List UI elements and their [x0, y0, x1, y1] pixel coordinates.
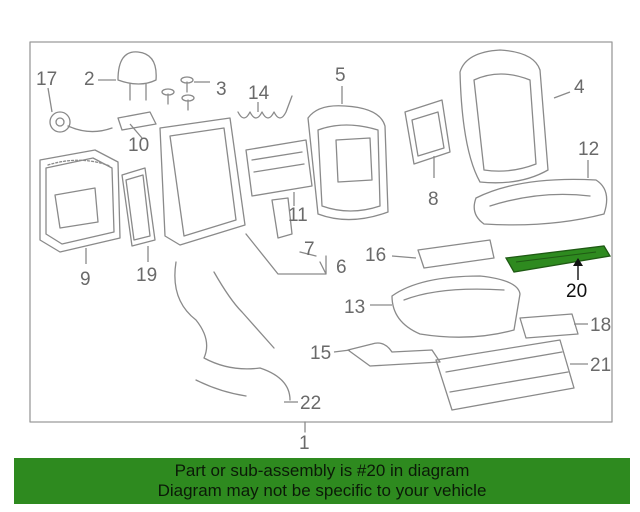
- part-2-headrest: [117, 51, 157, 101]
- part-7-bracket: [271, 197, 293, 239]
- part-14-spring: [237, 95, 293, 119]
- callout-20-arrow: [573, 258, 583, 266]
- callout-15: 15: [310, 343, 332, 364]
- banner-line-2: Diagram may not be specific to your vehi…: [157, 481, 487, 500]
- part-17-motor: [49, 111, 113, 133]
- part-12-cover: [473, 178, 608, 226]
- part-8-pad: [404, 99, 451, 165]
- part-9-back-panel: [39, 149, 121, 253]
- callout-1: 1: [299, 433, 310, 454]
- callout-4: 4: [574, 77, 585, 98]
- callout-16: 16: [365, 245, 387, 266]
- callout-7: 7: [304, 239, 315, 260]
- part-19-pad: [121, 167, 156, 247]
- callout-11: 11: [288, 205, 308, 226]
- part-22-harness: [174, 261, 291, 401]
- callout-18: 18: [590, 315, 612, 336]
- callout-3: 3: [216, 79, 227, 100]
- callout-9: 9: [80, 269, 91, 290]
- callout-10-leader: [129, 123, 143, 139]
- part-20-highlighted: [504, 245, 612, 273]
- callout-4-leader: [553, 91, 571, 99]
- part-18-bracket: [519, 313, 579, 339]
- callout-16-leader: [391, 255, 417, 259]
- callout-5: 5: [335, 65, 346, 86]
- part-16-plate: [417, 239, 495, 269]
- callout-15-leader: [333, 349, 351, 353]
- callout-13: 13: [344, 297, 366, 318]
- callout-6: 6: [336, 257, 347, 278]
- callout-17-leader: [47, 87, 53, 113]
- diagram-frame: [29, 41, 613, 423]
- callout-14: 14: [248, 83, 270, 104]
- callout-19: 19: [136, 265, 158, 286]
- info-banner: Part or sub-assembly is #20 in diagram D…: [14, 458, 630, 504]
- callout-8: 8: [428, 189, 439, 210]
- callout-6-bracket: [245, 233, 327, 275]
- callout-21: 21: [590, 355, 612, 376]
- part-13-cushion: [391, 275, 521, 338]
- part-4-cover: [459, 49, 549, 184]
- part-11-lumbar: [245, 139, 313, 197]
- callout-2: 2: [84, 69, 95, 90]
- callout-22: 22: [300, 393, 322, 414]
- part-5-seatback: [307, 105, 389, 221]
- callout-10: 10: [128, 135, 150, 156]
- callout-20: 20: [566, 281, 588, 302]
- callout-17: 17: [36, 69, 58, 90]
- part-10-frame: [117, 111, 246, 246]
- part-21-track: [435, 339, 575, 411]
- callout-12: 12: [578, 139, 600, 160]
- banner-line-1: Part or sub-assembly is #20 in diagram: [174, 461, 470, 480]
- part-15-wire: [347, 342, 441, 367]
- part-3-guides: [161, 76, 195, 111]
